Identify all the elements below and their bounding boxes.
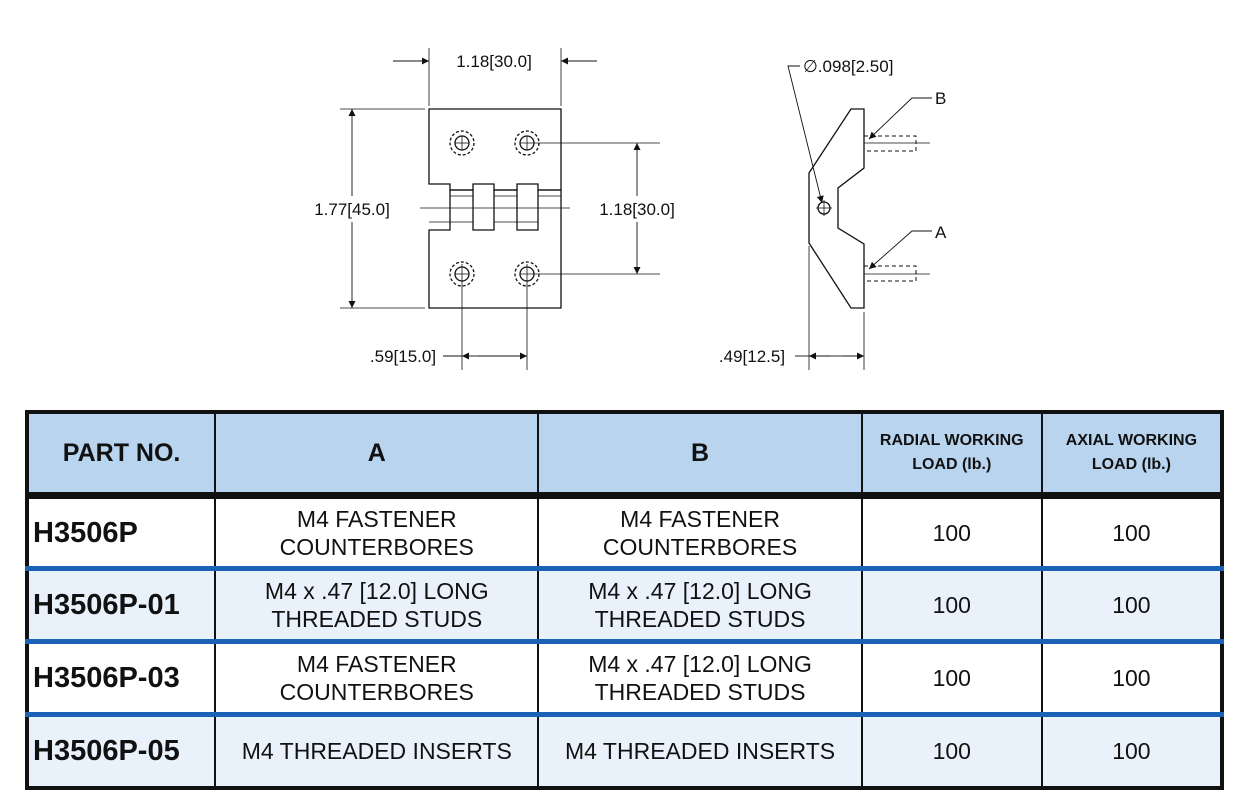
upper-leaf-outline bbox=[428, 108, 562, 191]
part-number: H3506P bbox=[25, 492, 217, 570]
header-axial-line1: AXIAL WORKING bbox=[1065, 432, 1198, 449]
label-a: A bbox=[935, 223, 947, 242]
header-radial-load: RADIAL WORKING LOAD (lb.) bbox=[860, 411, 1043, 497]
radial-load: 100 bbox=[860, 566, 1043, 643]
table-row: H3506P-05 M4 THREADED INSERTS M4 THREADE… bbox=[25, 712, 1224, 789]
counterbore-hole-icon bbox=[449, 261, 475, 370]
header-radial-line1: RADIAL WORKING bbox=[879, 432, 1024, 449]
part-number: H3506P-01 bbox=[25, 566, 217, 643]
table-header-row: PART NO. A B RADIAL WORKING LOAD (lb.) A… bbox=[25, 411, 1224, 497]
radial-load: 100 bbox=[860, 639, 1043, 716]
header-b: B bbox=[537, 411, 863, 497]
header-axial-load: AXIAL WORKING LOAD (lb.) bbox=[1040, 411, 1224, 497]
header-radial-line2: LOAD (lb.) bbox=[912, 456, 992, 473]
radial-load: 100 bbox=[860, 492, 1043, 570]
counterbore-hole-icon bbox=[514, 261, 660, 370]
width-dimension-label: 1.18[30.0] bbox=[456, 52, 532, 71]
side-profile-outline bbox=[808, 108, 865, 309]
height-dimension-label: 1.77[45.0] bbox=[314, 200, 390, 219]
front-view bbox=[340, 48, 660, 370]
part-spec-table: PART NO. A B RADIAL WORKING LOAD (lb.) A… bbox=[25, 410, 1224, 790]
depth-dimension-label: .49[12.5] bbox=[719, 347, 785, 366]
counterbore-hole-icon bbox=[449, 130, 475, 156]
pin-diameter-label: ∅.098[2.50] bbox=[803, 57, 893, 76]
axial-load: 100 bbox=[1040, 712, 1224, 789]
part-number: H3506P-03 bbox=[25, 639, 217, 716]
axial-load: 100 bbox=[1040, 566, 1224, 643]
option-a: M4 THREADED INSERTS bbox=[214, 712, 540, 789]
header-a: A bbox=[214, 411, 540, 497]
option-b: M4 THREADED INSERTS bbox=[537, 712, 863, 789]
hole-offset-label: .59[15.0] bbox=[370, 347, 436, 366]
radial-load: 100 bbox=[860, 712, 1043, 789]
side-view bbox=[787, 65, 932, 370]
label-b: B bbox=[935, 89, 946, 108]
hinge-technical-drawing: 1.18[30.0] 1.77[45.0] 1.18[30.0] .59[15.… bbox=[314, 48, 947, 370]
axial-load: 100 bbox=[1040, 492, 1224, 570]
axial-load: 100 bbox=[1040, 639, 1224, 716]
part-number: H3506P-05 bbox=[25, 712, 217, 789]
lower-leaf-outline bbox=[428, 189, 562, 309]
header-axial-line2: LOAD (lb.) bbox=[1091, 456, 1171, 473]
counterbore-hole-icon bbox=[514, 130, 567, 156]
header-part-no: PART NO. bbox=[25, 411, 217, 497]
hole-spacing-label: 1.18[30.0] bbox=[599, 200, 675, 219]
